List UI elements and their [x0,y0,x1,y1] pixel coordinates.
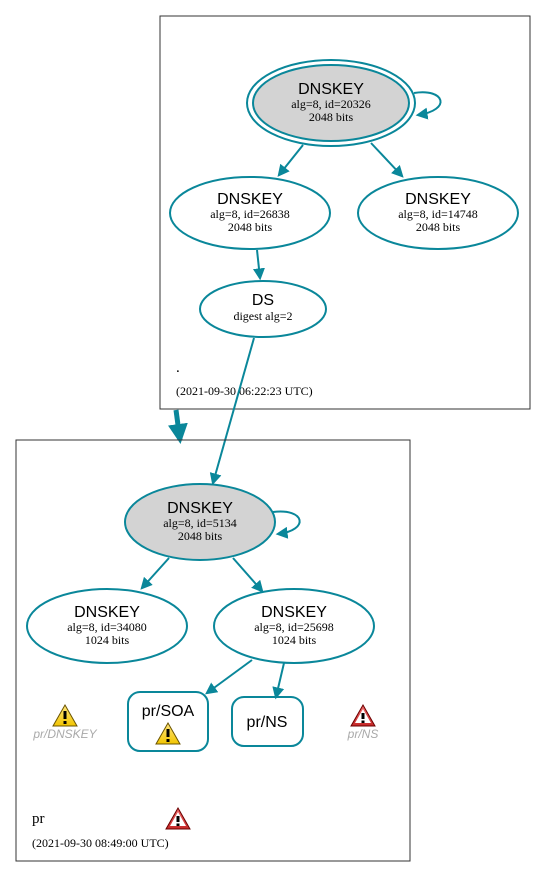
pr-zone-box [15,439,411,862]
pr-ns-node[interactable]: pr/NS [231,696,304,747]
edge-pr-zsk2-to-soa [205,659,253,695]
pr-ksk-self-edge [272,510,301,539]
root-zsk2-title: DNSKEY [405,191,471,208]
delegation-arrow [167,409,188,444]
pr-soa-node[interactable]: pr/SOA [127,691,209,752]
root-zsk2-node[interactable]: DNSKEY alg=8, id=14748 2048 bits [357,176,519,250]
edge-pr-ksk-to-zsk2 [232,557,264,593]
root-ksk-line1: alg=8, id=20326 [291,97,371,111]
zone-error-icon [165,806,191,830]
root-zsk2-line2: 2048 bits [416,220,461,234]
edge-pr-zsk2-to-ns [272,662,285,700]
pr-soa-title: pr/SOA [142,703,195,720]
root-zsk1-node[interactable]: DNSKEY alg=8, id=26838 2048 bits [169,176,331,250]
root-zsk1-line1: alg=8, id=26838 [210,207,290,221]
edge-root-ds-to-pr-ksk [209,337,255,486]
pr-zone-name: pr [32,811,45,827]
root-ksk-line2: 2048 bits [309,110,354,124]
pr-zsk2-node[interactable]: DNSKEY alg=8, id=25698 1024 bits [213,588,375,664]
pr-zone-timestamp: (2021-09-30 08:49:00 UTC) [32,836,169,850]
pr-zsk1-line2: 1024 bits [85,633,130,647]
pr-ksk-title: DNSKEY [167,500,233,517]
edge-root-zsk1-to-ds [253,249,265,281]
root-zone-box [159,15,531,410]
ghost-pr-ns: pr/NS [347,703,379,741]
root-ds-title: DS [252,292,274,309]
edge-pr-ksk-to-zsk1 [140,557,170,590]
root-ds-line1: digest alg=2 [233,309,292,323]
root-ksk-title: DNSKEY [298,81,364,98]
root-ksk-self-edge [413,91,442,120]
edge-root-ksk-to-zsk1 [277,144,304,177]
pr-zsk1-node[interactable]: DNSKEY alg=8, id=34080 1024 bits [26,588,188,664]
root-ds-node[interactable]: DS digest alg=2 [199,280,327,338]
edge-root-ksk-to-zsk2 [370,142,404,178]
ghost-pr-dnskey-label: pr/DNSKEY [32,727,97,741]
pr-zsk2-line1: alg=8, id=25698 [254,620,334,634]
root-zone-name: . [176,360,180,376]
pr-ns-title: pr/NS [247,714,288,731]
pr-zsk1-title: DNSKEY [74,604,140,621]
pr-ksk-line1: alg=8, id=5134 [163,516,237,530]
root-zone-timestamp: (2021-09-30 06:22:23 UTC) [176,384,313,398]
root-zsk1-title: DNSKEY [217,191,283,208]
pr-ksk-line2: 2048 bits [178,529,223,543]
root-ksk-node[interactable]: DNSKEY alg=8, id=20326 2048 bits [246,59,416,147]
root-zsk2-line1: alg=8, id=14748 [398,207,478,221]
ghost-pr-ns-label: pr/NS [347,727,379,741]
warning-icon [155,721,181,745]
root-zsk1-line2: 2048 bits [228,220,273,234]
pr-zsk2-title: DNSKEY [261,604,327,621]
error-icon [350,703,376,727]
ghost-pr-dnskey: pr/DNSKEY [32,703,98,741]
warning-icon [52,703,78,727]
pr-zsk2-line2: 1024 bits [272,633,317,647]
pr-ksk-node[interactable]: DNSKEY alg=8, id=5134 2048 bits [124,483,276,561]
pr-zsk1-line1: alg=8, id=34080 [67,620,147,634]
